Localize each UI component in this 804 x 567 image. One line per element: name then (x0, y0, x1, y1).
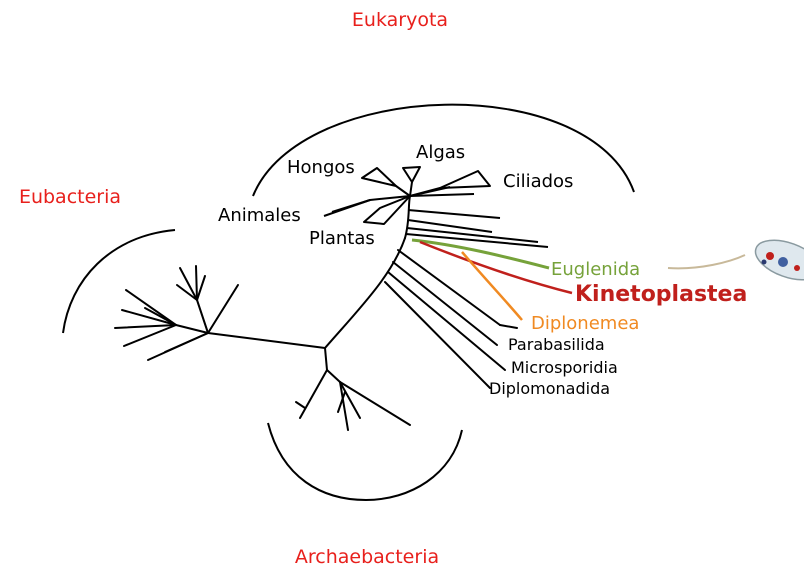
kinetoplastea-label: Kinetoplastea (575, 282, 747, 307)
eubacteria-arc (63, 230, 175, 333)
diplomonadida-label: Diplomonadida (489, 379, 610, 398)
kinetoplastea-branch (420, 242, 572, 293)
microsporidia-label: Microsporidia (511, 358, 618, 377)
archaebacteria-label: Archaebacteria (295, 546, 439, 567)
parasite-illustration (668, 232, 804, 287)
euglenida-label: Euglenida (551, 259, 640, 280)
animales-label: Animales (218, 205, 301, 226)
eukaryota-label: Eukaryota (352, 9, 448, 31)
hongos-label: Hongos (287, 157, 355, 178)
eubacteria-branches (115, 266, 238, 360)
diplonemea-branch (462, 252, 522, 320)
eubacteria-label: Eubacteria (19, 186, 121, 208)
algas-label: Algas (416, 142, 465, 163)
ciliados-label: Ciliados (503, 171, 573, 192)
parabasilida-label: Parabasilida (508, 335, 605, 354)
archaebacteria-arc (268, 423, 462, 500)
archaebacteria-branches (296, 348, 410, 430)
diplonemea-label: Diplonemea (531, 313, 639, 334)
plantas-label: Plantas (309, 228, 375, 249)
